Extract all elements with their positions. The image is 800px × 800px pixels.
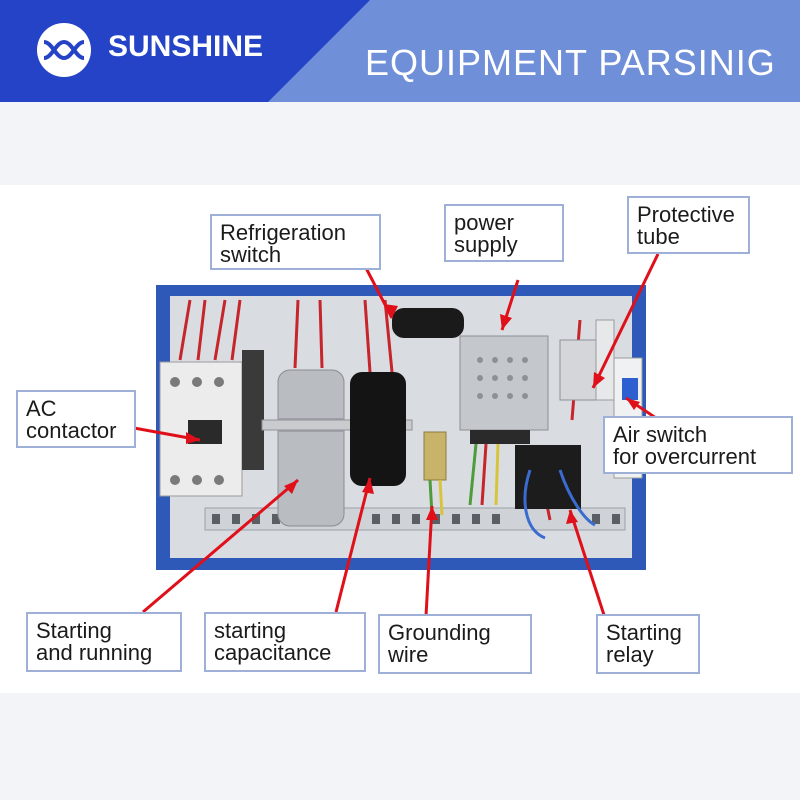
ac-contactor-side [242,350,264,470]
running-capacitor [277,369,345,527]
label-starting-running: Starting and running [26,612,182,672]
protective-tube-holder [559,339,597,401]
header-bar: SUNSHINE EQUIPMENT PARSINIG [0,0,800,102]
label-starting-relay: Starting relay [596,614,700,674]
label-refrigeration-switch: Refrigeration switch [210,214,381,270]
starting-capacitor [350,372,406,486]
cable-tray-slots [212,514,620,524]
label-power-supply: power supply [444,204,564,262]
bottom-band [0,693,800,800]
page-title: EQUIPMENT PARSINIG [365,42,776,83]
arrow-heads [186,304,640,524]
sunshine-logo-icon [37,23,91,77]
label-grounding-wire: Grounding wire [378,614,532,674]
brand-name: SUNSHINE [108,30,264,63]
label-ac-contactor: AC contactor [16,390,136,448]
label-protective-tube: Protective tube [627,196,750,254]
grounding-terminal [423,431,447,481]
power-supply-unit [459,335,549,431]
top-band [0,102,800,185]
label-starting-capacitance: starting capacitance [204,612,366,672]
refrigeration-switch-body [392,308,464,338]
label-air-switch: Air switch for overcurrent [603,416,793,474]
